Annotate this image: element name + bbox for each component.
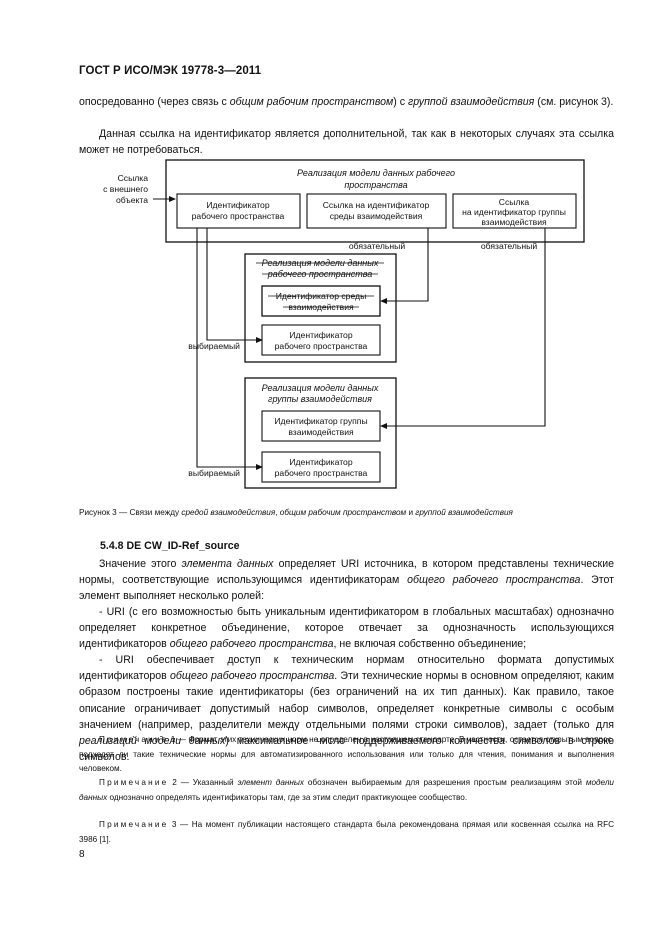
top-cell-env-ref [306,193,447,229]
note-text: однозначно определять идентификаторы там… [107,792,468,802]
cell-text: взаимодействия [481,217,547,227]
term: средой взаимодействия [181,508,276,517]
term: общего рабочего пространства [169,638,334,651]
cell-text: рабочего пространства [275,468,368,478]
note-label: Примечание [99,820,169,829]
text: ) с [393,96,409,108]
note-2: Примечание 2 — Указанный элемент данных … [79,776,614,805]
connector-middle-workspace [206,228,263,343]
note-1: Примечание 1 — Формат этих технических н… [79,733,614,777]
external-ref-label: с внешнего [103,184,148,194]
note-text: 3 — На момент публикации настоящего стан… [79,820,614,844]
text: ) максимальное число поддерживаемого кол… [79,735,614,764]
figure-caption: Рисунок 3 — Связи между средой взаимодей… [79,508,614,517]
external-ref-label: Ссылка [118,173,149,183]
text: - URI (с его возможностью быть уникальны… [79,606,614,651]
body-paragraph-1: Значение этого элемента данных определяе… [79,556,614,605]
term: общего рабочего пространства [407,574,581,587]
connector-group-ref [380,228,546,429]
cell-text: Идентификатор [289,457,352,467]
note-text: 2 — Указанный [168,778,238,787]
cell-text: Идентификатор [206,200,269,210]
text: - URI обеспечивает доступ к техническим … [79,654,614,683]
note-label: Примечание [99,778,169,787]
bottom-model-title-1: Реализация модели данных [262,383,379,393]
cell-text: среды взаимодействия [330,211,423,221]
term: реализаций модели данных [79,735,226,748]
text: (см. рисунок 3). [534,96,614,108]
term: элемент данных [237,778,305,787]
top-cell-workspace-id [176,193,301,229]
text: Рисунок 3 — Связи между [79,508,182,517]
term: группой взаимодействия [415,508,513,517]
text: , [275,508,280,517]
body-bullet-1: - URI (с его возможностью быть уникальны… [79,604,614,653]
body-bullet-2: - URI обеспечивает доступ к техническим … [79,652,614,765]
term: элемента данных [181,558,274,570]
term: общим рабочим пространством [279,508,407,517]
term: общего рабочего пространства [170,670,335,683]
required-label: обязательный [481,241,537,251]
text: определяет URI источника, в котором пред… [79,558,615,587]
term: общим рабочим пространством [229,96,394,108]
note-3: Примечание 3 — На момент публикации наст… [79,818,614,847]
external-ref-label: объекта [116,195,148,205]
cell-text: Идентификатор группы [274,416,367,426]
required-label: обязательный [349,241,405,251]
text: , не включая собственно объединение; [333,638,527,651]
cell-text: на идентификатор группы [462,207,566,217]
text: и [406,508,416,517]
term: модели данных [79,778,614,802]
bottom-model-title-2: группы взаимодействия [268,394,372,404]
top-model-title-2: пространства [344,180,407,190]
term: группой взаимодействия [408,96,535,108]
cell-text: Ссылка на идентификатор [323,200,430,210]
intro-paragraph-1: опосредованно (через связь с общим рабоч… [79,94,614,110]
figure-3-diagram: Реализация модели данных рабочего простр… [103,159,585,489]
note-text: 1 — Формат этих технических норм не опре… [79,735,614,774]
top-model-box [165,159,585,243]
document-header: ГОСТ Р ИСО/МЭК 19778-3—2011 [79,65,262,77]
text: опосредованно (через связь с [79,96,230,108]
bottom-model-box [244,377,397,489]
intro-paragraph-2: Данная ссылка на идентификатор является … [79,128,614,157]
cell-text: рабочего пространства [275,341,368,351]
cell-text: Идентификатор [289,330,352,340]
cell-text: Ссылка [499,197,530,207]
selectable-label: выбираемый [188,468,240,478]
note-label: Примечание [99,735,169,744]
cell-text: рабочего пространства [192,211,285,221]
text: Значение этого [99,558,182,570]
cell-text: взаимодействия [288,427,354,437]
note-text: обозначен выбираемым для разрешения прос… [304,778,586,787]
section-title: 5.4.8 DE CW_ID-Ref_source [100,540,240,552]
middle-model-box [244,253,397,363]
connector-env-ref [380,228,429,304]
text: . Этот элемент выполняет несколько ролей… [79,574,614,603]
top-cell-group-ref [452,193,577,229]
top-model-title-1: Реализация модели данных рабочего [297,168,455,178]
connector-bottom-workspace [196,228,263,470]
page-number: 8 [79,849,85,860]
text: . Эти технические нормы в основном опред… [79,670,614,731]
selectable-label: выбираемый [188,341,240,351]
